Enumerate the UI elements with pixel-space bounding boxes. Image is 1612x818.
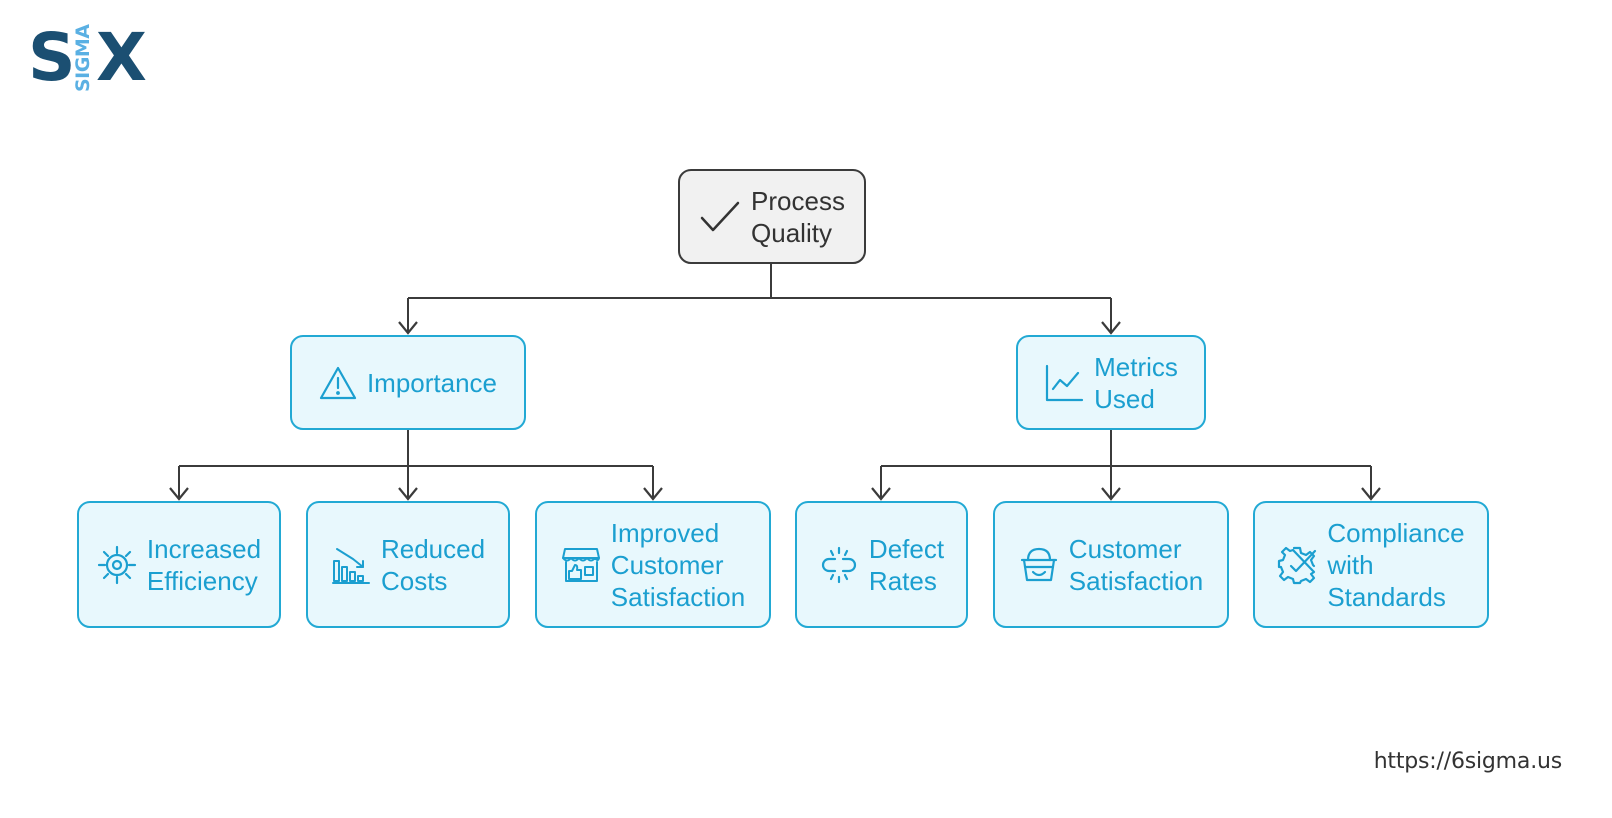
sixsigma-logo: S SIGMA X: [28, 22, 153, 94]
storefront-thumbs-up-icon: [561, 545, 601, 585]
node-label: Customer Satisfaction: [1068, 533, 1204, 596]
node-label: Importance: [366, 367, 498, 398]
warning-triangle-icon: [319, 365, 357, 401]
node-metrics-used: Metrics Used: [1016, 335, 1206, 430]
node-compliance-with-standards: Compliance with Standards: [1253, 501, 1489, 628]
gear-check-icon: [1277, 545, 1317, 585]
node-improved-customer-satisfaction: Improved Customer Satisfaction: [535, 501, 771, 628]
broken-link-icon: [819, 545, 859, 585]
node-label: Reduced Costs: [380, 533, 486, 596]
node-importance: Importance: [290, 335, 526, 430]
logo-letter-x: X: [96, 19, 147, 96]
checkmark-icon: [699, 199, 741, 235]
smiling-basket-icon: [1019, 545, 1059, 585]
node-label: Metrics Used: [1094, 351, 1178, 414]
gear-sun-icon: [97, 545, 137, 585]
declining-bar-chart-icon: [331, 545, 371, 585]
node-increased-efficiency: Increased Efficiency: [77, 501, 281, 628]
node-customer-satisfaction: Customer Satisfaction: [993, 501, 1229, 628]
node-label: Improved Customer Satisfaction: [610, 517, 746, 612]
node-label: Increased Efficiency: [146, 533, 262, 596]
node-label: Compliance with Standards: [1327, 517, 1465, 612]
node-label: Process Quality: [751, 185, 845, 248]
node-defect-rates: Defect Rates: [795, 501, 968, 628]
node-reduced-costs: Reduced Costs: [306, 501, 510, 628]
logo-letter-s: S: [28, 19, 76, 96]
connector-root-branch: [407, 264, 1112, 333]
line-chart-icon: [1044, 363, 1084, 403]
connector-importance-branch: [178, 430, 654, 499]
arrowheads: [169, 321, 1381, 501]
node-label: Defect Rates: [868, 533, 945, 596]
connector-metrics-branch: [880, 430, 1372, 499]
footer-url: https://6sigma.us: [1373, 749, 1563, 774]
node-process-quality: Process Quality: [678, 169, 866, 264]
